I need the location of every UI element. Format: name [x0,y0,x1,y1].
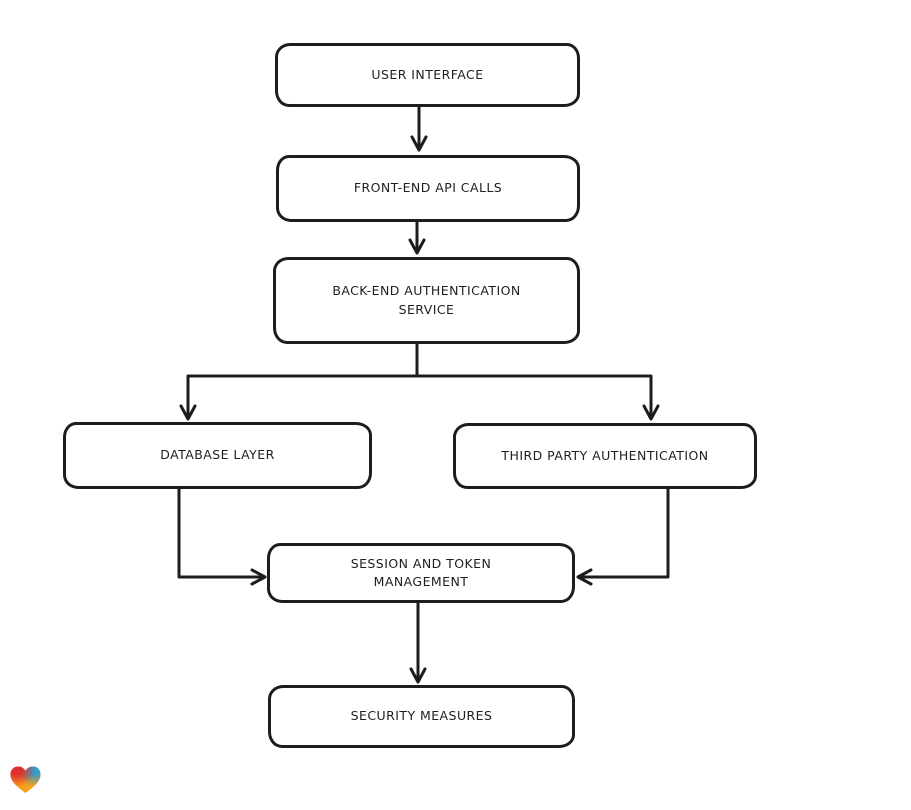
arrowhead-down-icon [409,667,427,684]
node-label: USER INTERFACE [371,66,484,82]
node-label: SECURITY MEASURES [350,708,493,724]
arrowhead-down-icon [408,238,426,255]
arrowhead-down-icon [642,404,660,421]
node-user-interface: USER INTERFACE [275,43,580,107]
arrowhead-down-icon [410,135,428,152]
node-database-layer: DATABASE LAYER [63,422,372,489]
node-security-measures: SECURITY MEASURES [268,685,575,748]
edge-third-party-authentication-to-session-and-token-management [578,487,670,579]
node-session-and-token-management: SESSION AND TOKEN MANAGEMENT [267,543,575,603]
node-label: THIRD PARTY AUTHENTICATION [501,447,709,463]
edge-database-layer-to-session-and-token-management [177,487,265,579]
gradient-heart-icon [9,762,42,795]
node-label: DATABASE LAYER [160,447,275,463]
arrowhead-down-icon [179,404,197,421]
node-label: FRONT-END API CALLS [353,180,503,196]
node-front-end-api-calls: FRONT-END API CALLS [276,155,580,222]
node-label: SESSION AND TOKEN MANAGEMENT [350,555,492,589]
edge-back-end-authentication-service-split [186,342,653,419]
node-back-end-authentication-service: BACK-END AUTHENTICATION SERVICE [273,257,580,344]
node-third-party-authentication: THIRD PARTY AUTHENTICATION [453,423,757,489]
node-label: BACK-END AUTHENTICATION SERVICE [332,283,521,317]
arrowhead-right-icon [250,568,267,586]
arrowhead-left-icon [576,568,593,586]
